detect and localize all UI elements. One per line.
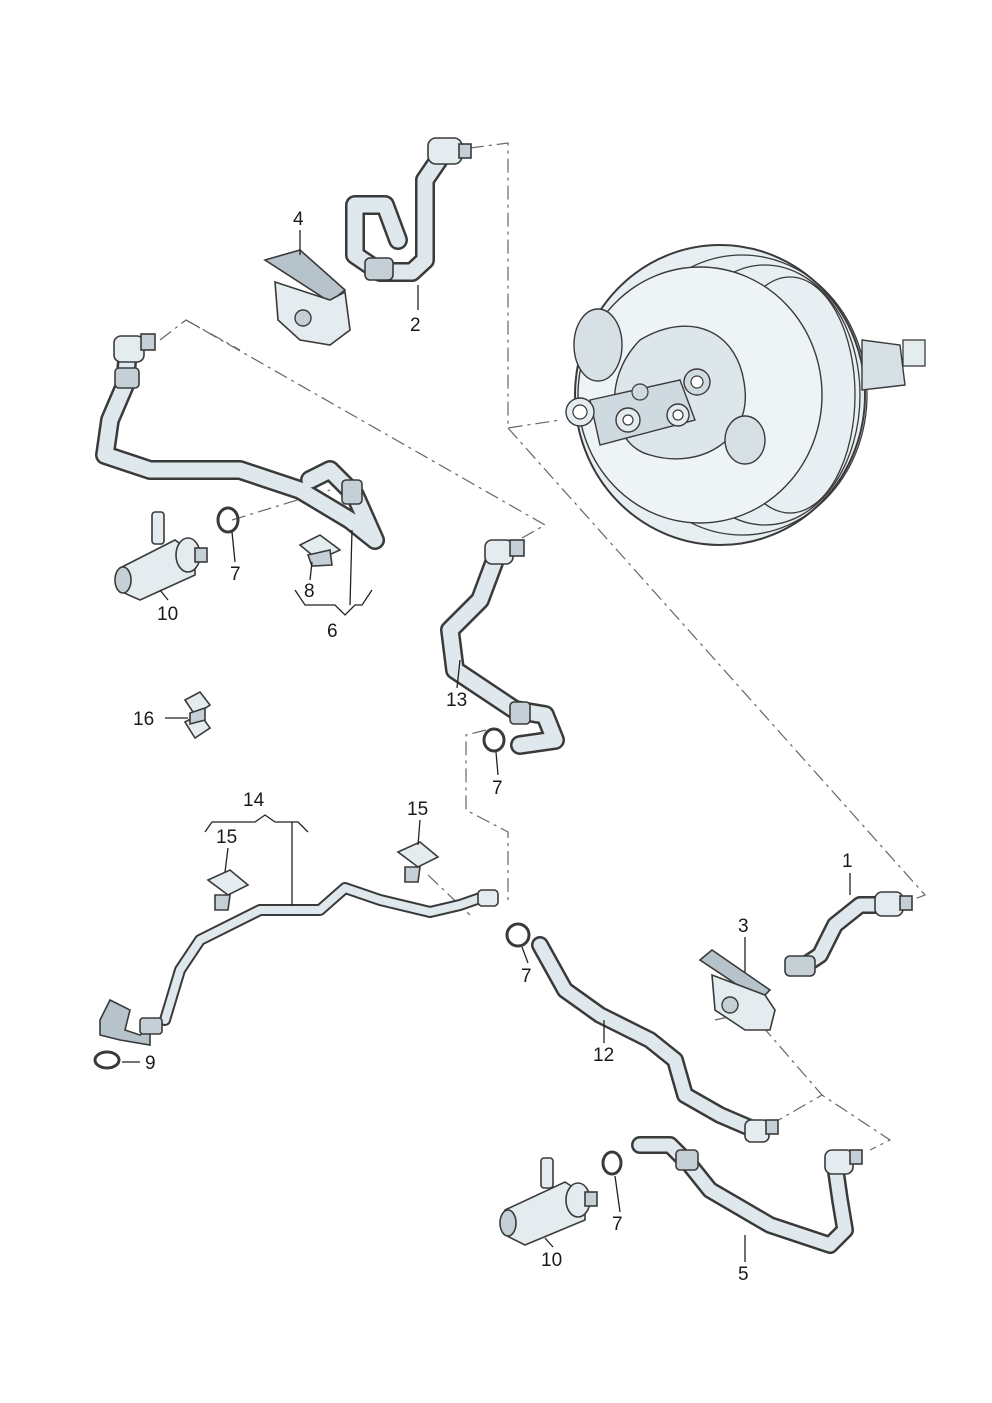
callout-10-upper: 10	[157, 604, 178, 625]
hose-clamp-icon	[298, 534, 342, 567]
hose-clamp-7-lower-mid	[505, 922, 531, 948]
vacuum-hose-5	[631, 1136, 863, 1254]
vacuum-hose-2	[345, 137, 472, 282]
mounting-bracket-3	[698, 948, 776, 1031]
callout-7-middle: 7	[492, 778, 503, 799]
callout-1: 1	[842, 851, 853, 872]
leader-lines	[122, 230, 851, 1262]
callout-15-right: 15	[407, 799, 428, 820]
callout-16: 16	[133, 709, 154, 730]
non-return-valve-icon-lower	[499, 1157, 598, 1246]
clip-15-left	[206, 869, 250, 911]
callout-13: 13	[446, 690, 467, 711]
callout-7-lower: 7	[612, 1214, 623, 1235]
callout-8: 8	[304, 581, 315, 602]
non-return-valve-icon	[114, 511, 208, 601]
hose-clamp-7-middle	[482, 727, 506, 753]
clip-15-right	[396, 841, 440, 883]
callout-7-upper: 7	[230, 564, 241, 585]
callout-2: 2	[410, 315, 421, 336]
hose-clamp-7-upper	[216, 506, 240, 534]
vacuum-hose-13	[440, 539, 565, 755]
vacuum-hose-14	[99, 882, 499, 1046]
callout-3: 3	[738, 916, 749, 937]
callout-9: 9	[145, 1053, 156, 1074]
callout-7-lower-mid: 7	[521, 966, 532, 987]
callout-4: 4	[293, 209, 304, 230]
clip-icon	[183, 690, 212, 740]
vacuum-hose-12	[531, 936, 779, 1143]
callout-12: 12	[593, 1045, 614, 1066]
vacuum-hose-1	[784, 891, 913, 977]
callout-6: 6	[327, 621, 338, 642]
callout-10-lower: 10	[541, 1250, 562, 1271]
hose-clamp-7-lower	[601, 1150, 623, 1176]
hose-clamp-9	[93, 1050, 121, 1070]
callout-5: 5	[738, 1264, 749, 1285]
brake-servo-illustration	[565, 244, 926, 546]
vacuum-hose-6	[95, 333, 385, 550]
callout-14: 14	[243, 790, 265, 811]
callout-15-left: 15	[216, 827, 237, 848]
callout-labels: 1 2 3 4 5 6 7 7 7 7 8 9 10 10 12 13 14 1…	[133, 209, 853, 1285]
mounting-bracket-4	[263, 249, 351, 346]
